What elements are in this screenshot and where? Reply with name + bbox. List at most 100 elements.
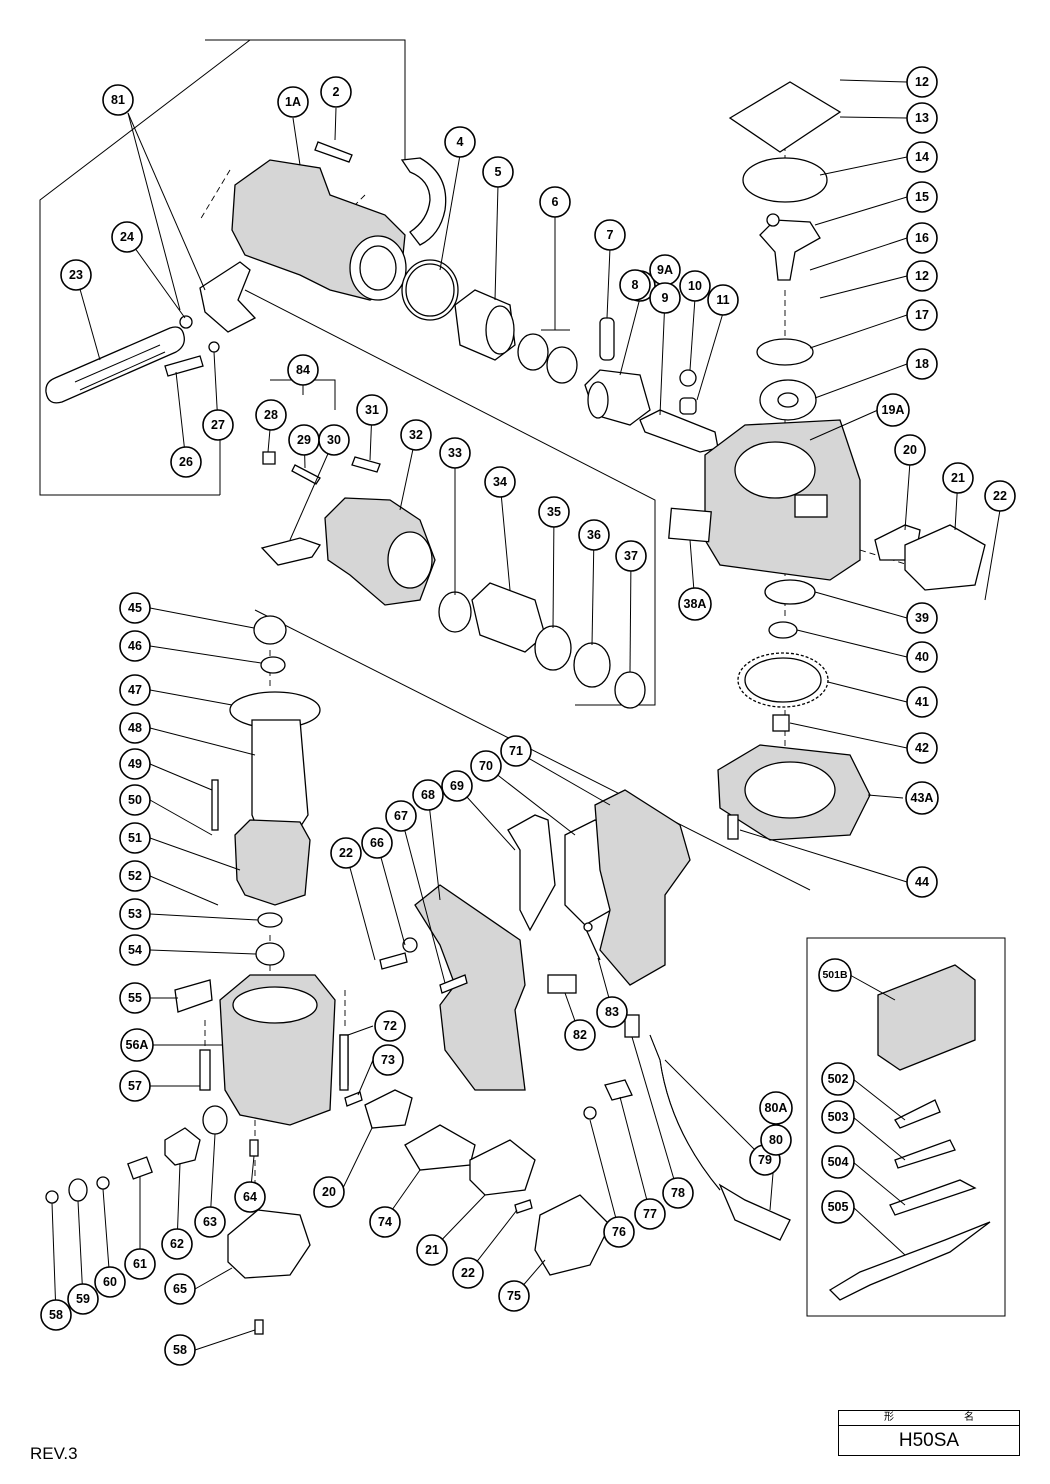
callout-label: 60: [103, 1275, 117, 1289]
callout-56A: 56A: [120, 1028, 154, 1062]
leader-lines: [51, 79, 1001, 1351]
callout-28: 28: [255, 399, 287, 431]
callout-58: 58: [40, 1299, 72, 1331]
carrying-case: [877, 964, 976, 1071]
callout-69: 69: [441, 770, 473, 802]
callout-label: 49: [128, 757, 142, 771]
callout-82: 82: [564, 1019, 596, 1051]
callout-label: 55: [128, 991, 142, 1005]
callout-30: 30: [318, 424, 350, 456]
callout-label: 20: [322, 1185, 336, 1199]
callout-70: 70: [470, 750, 502, 782]
callout-60: 60: [94, 1266, 126, 1298]
callout-55: 55: [119, 982, 151, 1014]
callout-label: 28: [264, 408, 278, 422]
callout-35: 35: [538, 496, 570, 528]
callout-label: 2: [333, 85, 340, 99]
handle-half-left: [414, 884, 526, 1091]
callout-label: 32: [409, 428, 423, 442]
callout-label: 80: [769, 1133, 783, 1147]
callout-label: 82: [573, 1028, 587, 1042]
callout-label: 52: [128, 869, 142, 883]
callout-label: 40: [915, 650, 929, 664]
callout-8: 8: [619, 269, 651, 301]
callout-41: 41: [906, 686, 938, 718]
callout-11: 11: [707, 284, 739, 316]
callout-label: 20: [903, 443, 917, 457]
callout-27: 27: [202, 409, 234, 441]
callout-4: 4: [444, 126, 476, 158]
callout-17: 17: [906, 299, 938, 331]
callout-48: 48: [119, 712, 151, 744]
callout-label: 63: [203, 1215, 217, 1229]
callout-502: 502: [821, 1062, 855, 1096]
callout-71: 71: [500, 735, 532, 767]
callout-label: 57: [128, 1079, 142, 1093]
handle-bracket: [199, 261, 257, 333]
part-callouts: 811A245678A9A891011121314151612171819A20…: [40, 66, 1016, 1366]
callout-label: 45: [128, 601, 142, 615]
callout-label: 50: [128, 793, 142, 807]
callout-14: 14: [906, 141, 938, 173]
callout-label: 77: [643, 1207, 657, 1221]
callout-label: 56A: [126, 1038, 149, 1052]
callout-label: 5: [495, 165, 502, 179]
callout-23: 23: [60, 259, 92, 291]
callout-504: 504: [821, 1145, 855, 1179]
callout-65: 65: [164, 1273, 196, 1305]
callout-22: 22: [330, 837, 362, 869]
callout-13: 13: [906, 102, 938, 134]
callout-label: 21: [951, 471, 965, 485]
callout-21: 21: [942, 462, 974, 494]
callout-76: 76: [603, 1216, 635, 1248]
model-title-block: 形 名 H50SA: [838, 1410, 1020, 1456]
callout-label: 58: [49, 1308, 63, 1322]
callout-40: 40: [906, 641, 938, 673]
callout-label: 9: [662, 291, 669, 305]
model-header: 形 名: [839, 1411, 1019, 1426]
callout-1A: 1A: [277, 86, 309, 118]
callout-20: 20: [313, 1176, 345, 1208]
callout-26: 26: [170, 446, 202, 478]
callout-21: 21: [416, 1234, 448, 1266]
callout-label: 72: [383, 1019, 397, 1033]
callout-label: 6: [552, 195, 559, 209]
callout-37: 37: [615, 540, 647, 572]
callout-label: 67: [394, 809, 408, 823]
callout-label: 68: [421, 788, 435, 802]
callout-label: 11: [716, 293, 729, 307]
callout-24: 24: [111, 221, 143, 253]
callout-9A: 9A: [649, 254, 681, 286]
callout-label: 24: [120, 230, 134, 244]
stator: [234, 819, 311, 906]
callout-38A: 38A: [678, 587, 712, 621]
callout-78: 78: [662, 1177, 694, 1209]
callout-62: 62: [161, 1228, 193, 1260]
callout-10: 10: [679, 270, 711, 302]
callout-63: 63: [194, 1206, 226, 1238]
callout-59: 59: [67, 1283, 99, 1315]
callout-9: 9: [649, 282, 681, 314]
callout-77: 77: [634, 1198, 666, 1230]
callout-label: 502: [828, 1072, 849, 1086]
callout-22: 22: [984, 480, 1016, 512]
callout-83: 83: [596, 996, 628, 1028]
callout-label: 47: [128, 683, 142, 697]
callout-6: 6: [539, 186, 571, 218]
callout-label: 30: [327, 433, 341, 447]
callout-label: 23: [69, 268, 83, 282]
callout-label: 46: [128, 639, 142, 653]
callout-label: 73: [381, 1053, 395, 1067]
callout-49: 49: [119, 748, 151, 780]
callout-label: 22: [993, 489, 1007, 503]
callout-58: 58: [164, 1334, 196, 1366]
callout-503: 503: [821, 1100, 855, 1134]
callout-label: 18: [915, 357, 929, 371]
callout-31: 31: [356, 394, 388, 426]
callout-label: 75: [507, 1289, 521, 1303]
callout-label: 38A: [684, 597, 707, 611]
callout-label: 81: [111, 93, 125, 107]
callout-505: 505: [821, 1190, 855, 1224]
callout-34: 34: [484, 466, 516, 498]
